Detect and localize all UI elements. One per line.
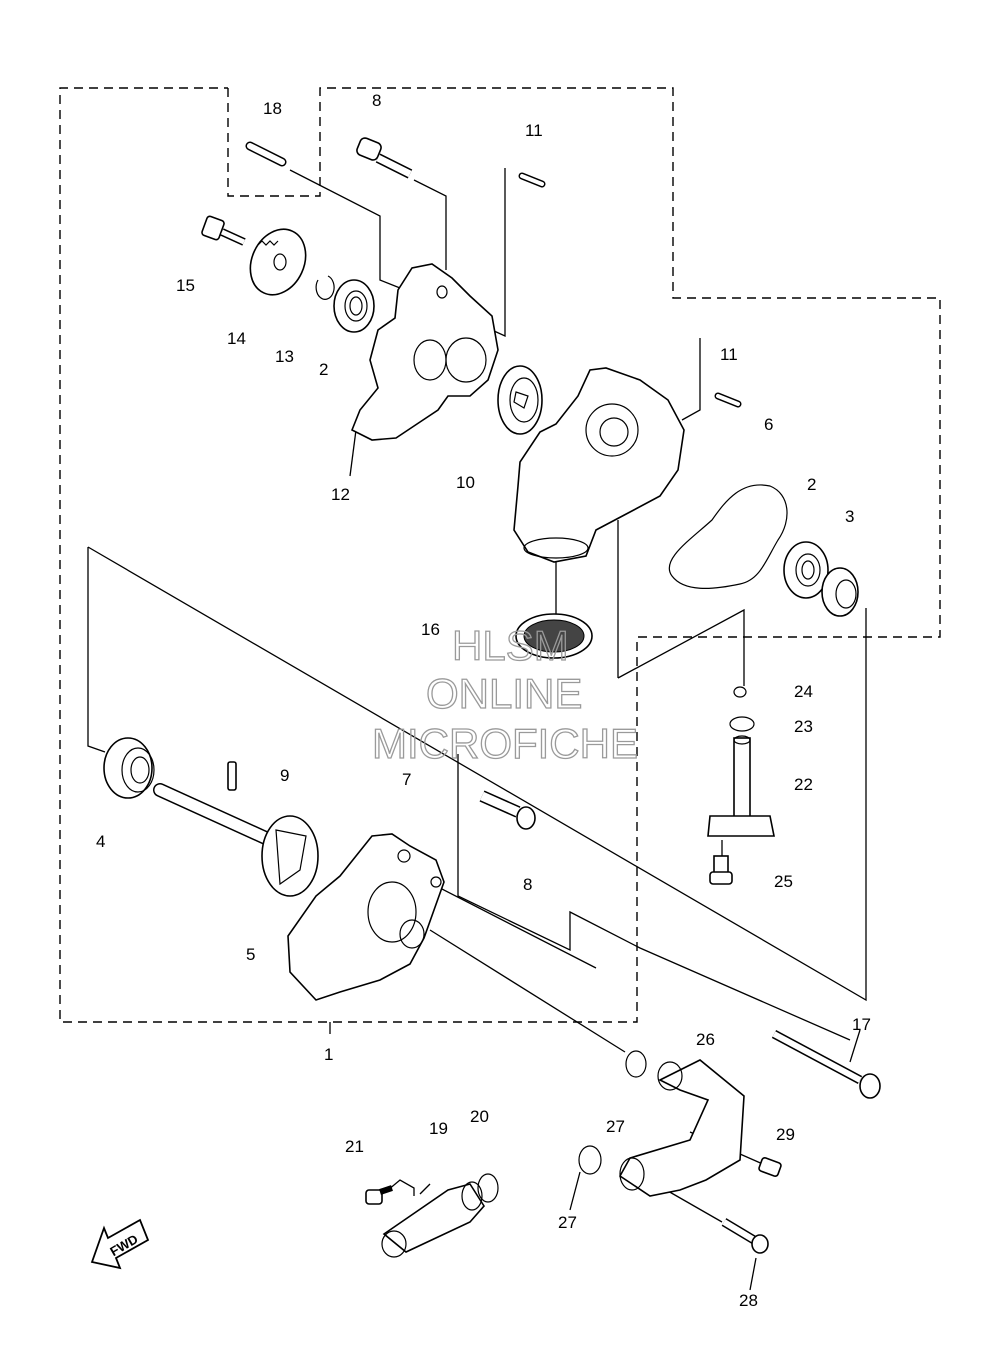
part-2-bearing-lower[interactable] [783, 541, 829, 599]
part-29-bolt[interactable] [758, 1157, 782, 1177]
callout-21[interactable]: 21 [345, 1137, 364, 1156]
callout-15[interactable]: 15 [176, 276, 195, 295]
callout-3[interactable]: 3 [845, 507, 854, 526]
callout-28[interactable]: 28 [739, 1291, 758, 1310]
callout-11-upper[interactable]: 11 [525, 121, 543, 140]
part-11-pin-lower[interactable] [714, 392, 742, 408]
callout-10[interactable]: 10 [456, 473, 475, 492]
callout-11-lower[interactable]: 11 [720, 345, 738, 364]
callout-8-upper[interactable]: 8 [372, 91, 381, 110]
part-23-oring[interactable] [729, 716, 755, 732]
part-5-impeller-shaft[interactable] [153, 783, 319, 897]
callout-29[interactable]: 29 [776, 1125, 795, 1144]
callout-27-upper[interactable]: 27 [606, 1117, 625, 1136]
callout-27-lower[interactable]: 27 [558, 1213, 577, 1232]
part-9-pin[interactable] [227, 761, 237, 791]
callout-1[interactable]: 1 [324, 1045, 333, 1064]
part-24-oring[interactable] [733, 686, 747, 698]
callout-25[interactable]: 25 [774, 872, 793, 891]
callout-9[interactable]: 9 [280, 766, 289, 785]
callout-20[interactable]: 20 [470, 1107, 489, 1126]
callout-8-lower[interactable]: 8 [523, 875, 532, 894]
part-28-bolt[interactable] [721, 1218, 769, 1254]
part-4-oil-seal[interactable] [103, 737, 155, 799]
callout-13[interactable]: 13 [275, 347, 294, 366]
part-14-gear[interactable] [240, 220, 316, 304]
callout-12[interactable]: 12 [331, 485, 350, 504]
callout-5[interactable]: 5 [246, 945, 255, 964]
part-pump-cover-upper[interactable] [513, 367, 685, 563]
callout-26[interactable]: 26 [696, 1030, 715, 1049]
callout-6[interactable]: 6 [764, 415, 773, 434]
part-2-bearing-upper[interactable] [333, 279, 375, 333]
callout-7[interactable]: 7 [402, 770, 411, 789]
part-11-pin-upper[interactable] [518, 172, 546, 188]
part-18-dowel-pin[interactable] [245, 141, 287, 167]
part-10-rotor[interactable] [497, 365, 543, 435]
callout-16[interactable]: 16 [421, 620, 440, 639]
callout-2-upper[interactable]: 2 [319, 360, 328, 379]
watermark-line-3: MICROFICHE [372, 720, 638, 767]
watermark-line-2: ONLINE [426, 670, 582, 717]
callout-17[interactable]: 17 [852, 1015, 871, 1034]
part-20-oring[interactable] [477, 1173, 499, 1203]
part-26-water-pipe[interactable] [618, 1059, 745, 1197]
part-27-oring-upper[interactable] [625, 1050, 647, 1078]
callout-19[interactable]: 19 [429, 1119, 448, 1138]
part-19-fitting[interactable] [381, 1181, 485, 1258]
part-15-bolt[interactable] [201, 215, 246, 246]
callout-labels: 18 8 11 15 14 13 2 12 10 11 6 2 3 16 24 … [96, 91, 871, 1310]
callout-18[interactable]: 18 [263, 99, 282, 118]
part-6-gasket[interactable] [668, 484, 788, 590]
callout-14[interactable]: 14 [227, 329, 246, 348]
forward-direction-arrow-icon: FWD [90, 1218, 150, 1270]
callout-4[interactable]: 4 [96, 832, 105, 851]
callout-24[interactable]: 24 [794, 682, 813, 701]
callout-22[interactable]: 22 [794, 775, 813, 794]
part-3-oil-seal[interactable] [821, 567, 859, 617]
callout-23[interactable]: 23 [794, 717, 813, 736]
watermark-line-1: HLSM [452, 622, 569, 669]
part-22-pipe[interactable] [707, 735, 775, 837]
upper-assembly-boundary [59, 87, 941, 1023]
part-12-pump-housing[interactable] [350, 263, 499, 441]
part-25-bolt[interactable] [709, 855, 733, 885]
callout-2-lower[interactable]: 2 [807, 475, 816, 494]
part-13-circlip[interactable] [315, 275, 335, 300]
part-17-bolt[interactable] [771, 1030, 881, 1099]
part-8-bolt-upper[interactable] [355, 137, 413, 179]
part-7-pump-cover[interactable] [287, 833, 445, 1001]
part-27-oring-lower[interactable] [578, 1145, 602, 1175]
part-16-strainer[interactable] [515, 613, 593, 659]
part-8-bolt-lower[interactable] [479, 790, 536, 830]
watermark: HLSM ONLINE MICROFICHE [371, 621, 638, 767]
part-21-bolt[interactable] [365, 1185, 393, 1205]
